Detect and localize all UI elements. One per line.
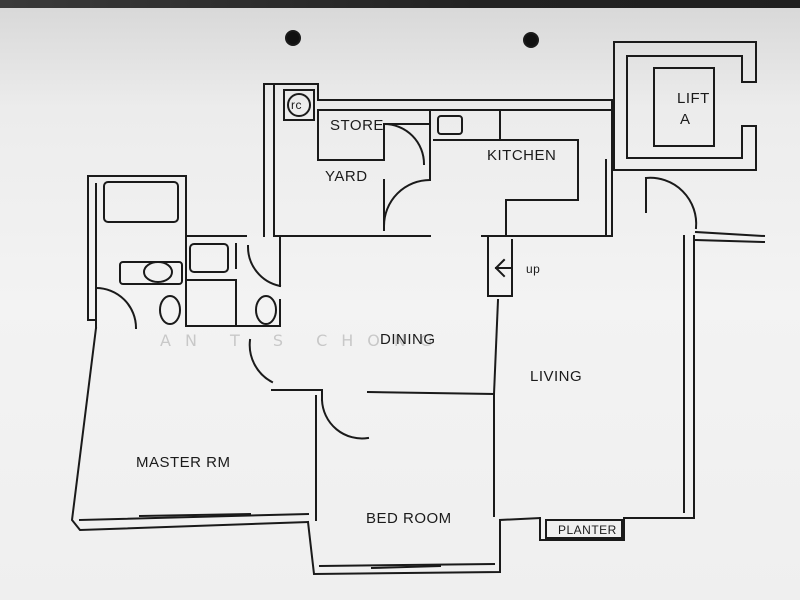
punch-hole xyxy=(285,30,301,46)
watermark-text: AN T S CHONG xyxy=(160,331,446,350)
bedroom-label: BED ROOM xyxy=(366,510,452,527)
lift-shaft xyxy=(613,41,757,171)
store-label: STORE xyxy=(330,117,384,134)
rc-label: rc xyxy=(291,98,302,112)
stair-arrow xyxy=(494,258,513,278)
yard-label: YARD xyxy=(325,168,368,185)
master-room-label: MASTER RM xyxy=(136,454,231,471)
kitchen-label: KITCHEN xyxy=(487,147,556,164)
up-label: up xyxy=(526,262,540,276)
lift-label: LIFT xyxy=(677,90,710,107)
door-swings xyxy=(94,122,698,440)
punch-hole xyxy=(523,32,539,48)
planter-box xyxy=(545,519,623,539)
master-bath xyxy=(87,175,281,327)
living-label: LIVING xyxy=(530,368,582,385)
service-block xyxy=(263,83,613,237)
lift-letter: A xyxy=(680,111,691,128)
outer-walls xyxy=(70,230,766,576)
background-strip xyxy=(0,0,800,8)
dining-label: DINING xyxy=(380,331,436,348)
planter-label: PLANTER xyxy=(558,523,617,537)
